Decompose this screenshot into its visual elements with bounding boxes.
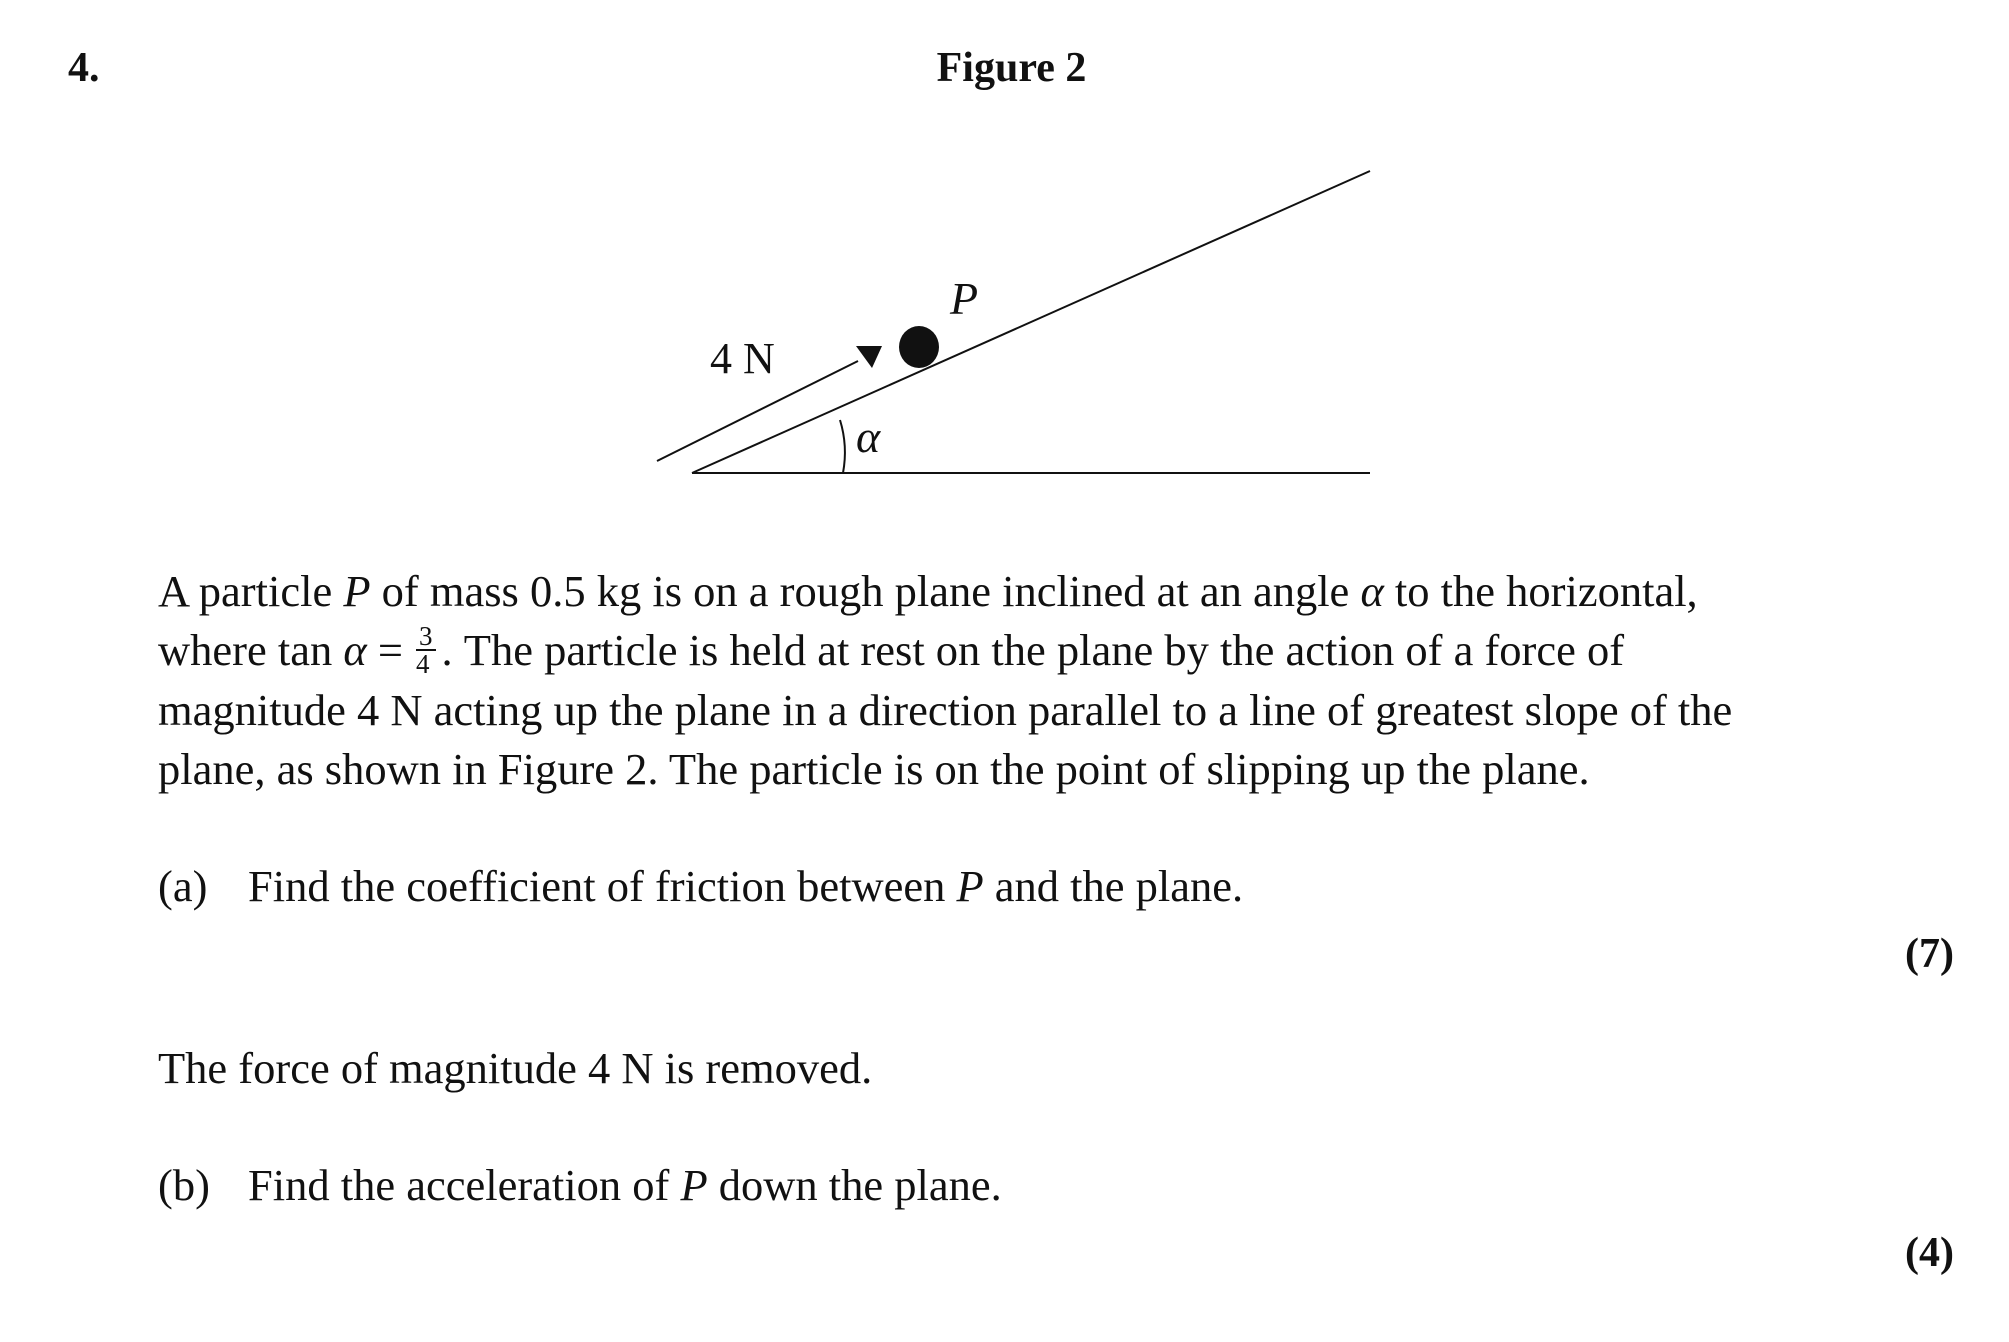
angle-arc	[839, 419, 846, 474]
force-arrow-shaft	[656, 360, 859, 462]
part-b-label: (b)	[158, 1160, 210, 1210]
incline-line	[691, 170, 1371, 474]
part-b: (b)Find the acceleration of P down the p…	[158, 1160, 1002, 1210]
inclined-plane-figure: 4 N P α	[656, 170, 1371, 474]
particle-icon	[899, 326, 939, 368]
part-a: (a)Find the coefficient of friction betw…	[158, 861, 1244, 911]
intro-line-1: A particle P of mass 0.5 kg is on a roug…	[158, 566, 1698, 616]
particle-label: P	[949, 273, 978, 324]
part-a-label: (a)	[158, 861, 208, 911]
force-arrowhead-icon	[856, 346, 882, 368]
question-number: 4.	[68, 45, 100, 91]
angle-label: α	[856, 411, 881, 462]
figure-title: Figure 2	[936, 45, 1087, 91]
force-label: 4 N	[710, 334, 775, 383]
part-b-marks: (4)	[1905, 1230, 1954, 1276]
part-a-marks: (7)	[1905, 931, 1954, 977]
intro-line-4: plane, as shown in Figure 2. The particl…	[158, 743, 1590, 794]
question-intro: A particle P of mass 0.5 kg is on a roug…	[158, 562, 1954, 798]
force-removed-statement: The force of magnitude 4 N is removed.	[158, 1043, 873, 1093]
intro-line-3: magnitude 4 N acting up the plane in a d…	[158, 685, 1733, 736]
